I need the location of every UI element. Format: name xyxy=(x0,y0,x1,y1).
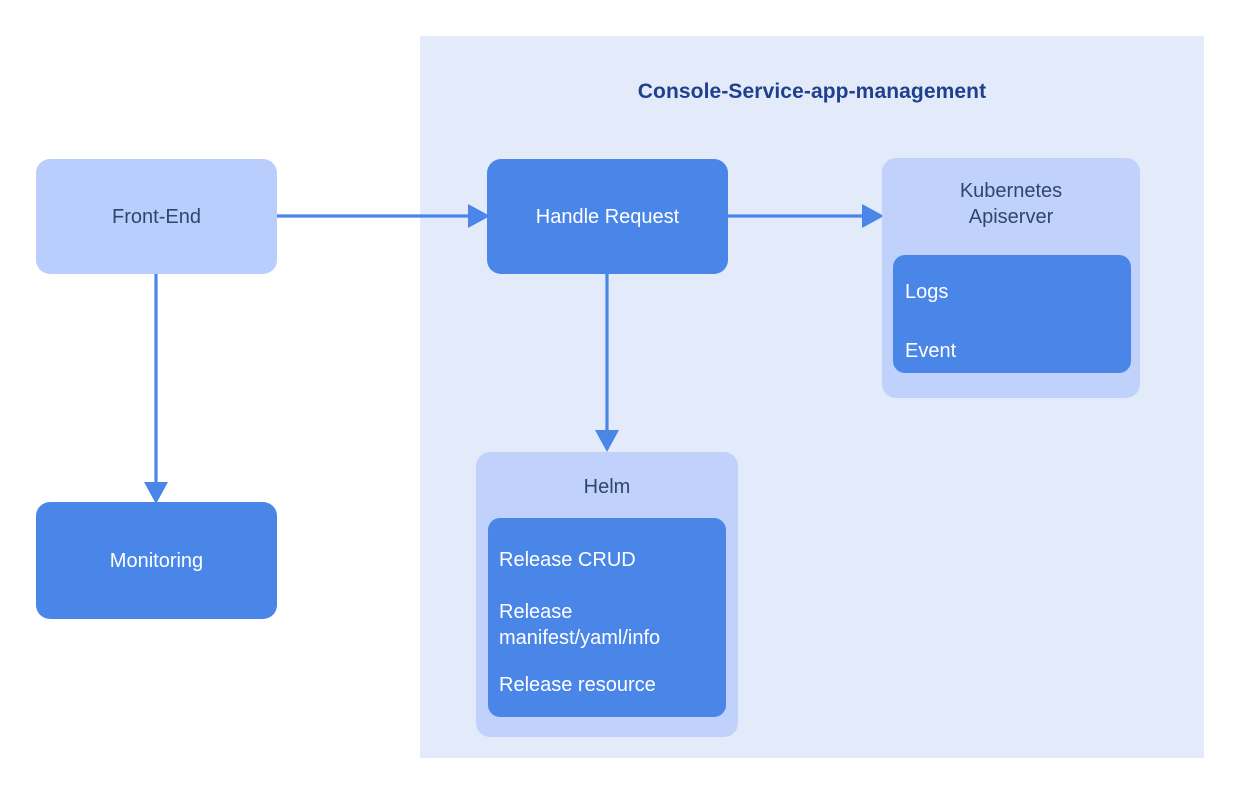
group-helm-title: Helm xyxy=(583,476,631,498)
group-kubernetes-apiserver-body xyxy=(893,255,1131,373)
group-item-release-resource[interactable]: Release resource xyxy=(499,674,656,696)
group-item-event[interactable]: Event xyxy=(905,340,957,362)
group-kubernetes-apiserver-title: Kubernetes Apiserver xyxy=(959,180,1063,229)
node-monitoring[interactable]: Monitoring xyxy=(36,502,277,619)
node-handle-request-label: Handle Request xyxy=(535,205,680,228)
group-item-release-crud[interactable]: Release CRUD xyxy=(499,549,636,571)
node-front-end-label: Front-End xyxy=(112,205,201,228)
node-handle-request[interactable]: Handle Request xyxy=(487,159,728,274)
node-monitoring-label: Monitoring xyxy=(109,549,204,572)
group-item-release-manifest[interactable]: Release manifest/yaml/info xyxy=(499,601,661,649)
node-front-end[interactable]: Front-End xyxy=(36,159,277,274)
group-item-logs[interactable]: Logs xyxy=(905,281,949,303)
group-helm[interactable]: Helm Release CRUD Release manifest/yaml/… xyxy=(476,452,738,737)
service-panel-title: Console-Service-app-management xyxy=(637,80,987,103)
group-helm-body xyxy=(488,518,726,717)
group-kubernetes-apiserver[interactable]: Kubernetes Apiserver Logs Event xyxy=(882,158,1140,398)
